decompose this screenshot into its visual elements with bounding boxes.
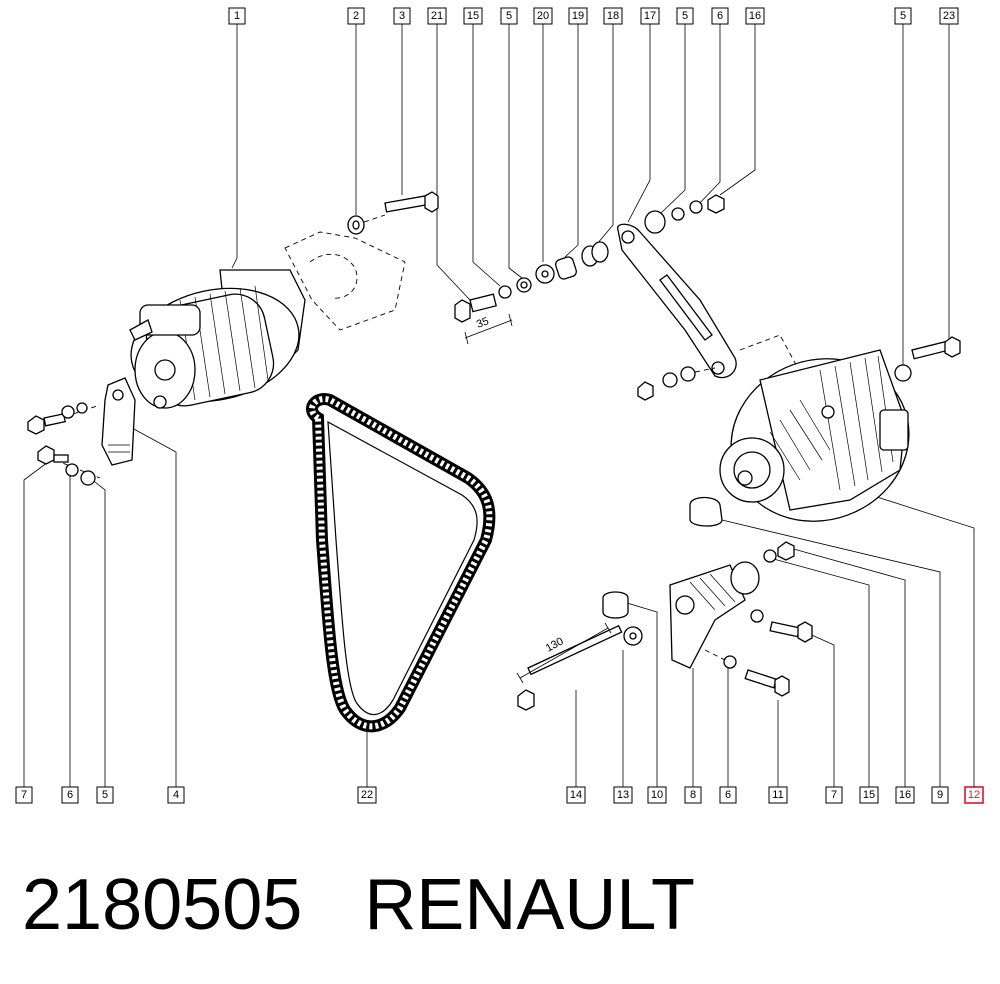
callout-top-5a[interactable]: 5 [500, 7, 518, 25]
callout-bottom-15-label: 15 [863, 789, 875, 801]
mounting-bracket-8 [669, 561, 760, 669]
callout-top-19[interactable]: 19 [568, 7, 588, 25]
washers-5-6-16-top [644, 194, 725, 234]
callout-bottom-14-label: 14 [570, 789, 582, 801]
callout-bottom-10[interactable]: 10 [647, 786, 667, 804]
callout-bottom-12[interactable]: 12 [964, 786, 984, 804]
callout-top-6-label: 6 [717, 10, 723, 22]
long-bolt-14 [517, 624, 623, 711]
callout-top-18[interactable]: 18 [603, 7, 623, 25]
callout-bottom-6b[interactable]: 6 [719, 786, 737, 804]
alternator [689, 349, 910, 527]
drive-belt-22 [306, 393, 496, 733]
leader-lines-bottom [23, 427, 975, 787]
tensioner-fastener-stack [454, 241, 609, 323]
dimension-35-label: 35 [475, 315, 491, 330]
bushing-10-washer-13 [602, 591, 643, 646]
fasteners-left [27, 402, 101, 486]
callout-top-1[interactable]: 1 [228, 7, 246, 25]
callout-top-16[interactable]: 16 [745, 7, 765, 25]
footer-title: 2180505 RENAULT [22, 860, 982, 950]
callout-top-21-label: 21 [431, 10, 443, 22]
dimension-35: 35 [464, 313, 513, 345]
callout-bottom-6a[interactable]: 6 [61, 786, 79, 804]
part-number: 2180505 [22, 865, 303, 945]
callout-bottom-12-label: 12 [968, 789, 980, 801]
callout-top-18-label: 18 [607, 10, 619, 22]
callout-top-1-label: 1 [234, 10, 240, 22]
callout-top-16-label: 16 [749, 10, 761, 22]
washer-2-bolt-3 [347, 191, 439, 235]
callout-top-19-label: 19 [572, 10, 584, 22]
callout-bottom-9[interactable]: 9 [931, 786, 949, 804]
callout-top-5b-label: 5 [682, 10, 688, 22]
callout-top-5b[interactable]: 5 [676, 7, 694, 25]
callout-top-17[interactable]: 17 [640, 7, 660, 25]
callout-bottom-22-label: 22 [361, 789, 373, 801]
callout-top-5a-label: 5 [506, 10, 512, 22]
callout-bottom-15[interactable]: 15 [859, 786, 879, 804]
callout-bottom-11[interactable]: 11 [768, 786, 788, 804]
bracket-4 [101, 377, 136, 466]
callout-bottom-9-label: 9 [937, 789, 943, 801]
callout-top-15-label: 15 [467, 10, 479, 22]
callout-bottom-22[interactable]: 22 [357, 786, 377, 804]
callout-top-5c-label: 5 [900, 10, 906, 22]
callout-top-21[interactable]: 21 [427, 7, 447, 25]
callout-bottom-6a-label: 6 [67, 789, 73, 801]
callout-bottom-4-label: 4 [173, 789, 179, 801]
starter-motor [129, 269, 306, 409]
fasteners-lower-right [704, 541, 813, 697]
callout-top-20-label: 20 [537, 10, 549, 22]
callout-bottom-5-label: 5 [102, 789, 108, 801]
callout-bottom-7a[interactable]: 7 [15, 786, 33, 804]
callout-top-20[interactable]: 20 [533, 7, 553, 25]
callout-bottom-14[interactable]: 14 [566, 786, 586, 804]
callout-bottom-7a-label: 7 [21, 789, 27, 801]
callout-top-15[interactable]: 15 [463, 7, 483, 25]
callout-bottom-4[interactable]: 4 [167, 786, 185, 804]
nut-washers-link-bottom [637, 366, 716, 401]
callout-bottom-7b-label: 7 [831, 789, 837, 801]
callout-top-2-label: 2 [353, 10, 359, 22]
callout-bottom-11-label: 11 [772, 789, 783, 801]
callout-bottom-8[interactable]: 8 [684, 786, 702, 804]
bolt-23-washer-5 [894, 336, 961, 382]
callout-bottom-5[interactable]: 5 [96, 786, 114, 804]
callout-top-23-label: 23 [943, 10, 955, 22]
callout-top-3[interactable]: 3 [393, 7, 411, 25]
callout-top-23[interactable]: 23 [939, 7, 959, 25]
callout-bottom-16-label: 16 [899, 789, 911, 801]
callout-top-3-label: 3 [399, 10, 405, 22]
callout-bottom-13[interactable]: 13 [613, 786, 633, 804]
callout-bottom-13-label: 13 [617, 789, 629, 801]
callout-top-6[interactable]: 6 [711, 7, 729, 25]
engine-block-outline [284, 231, 406, 331]
callout-top-5c[interactable]: 5 [894, 7, 912, 25]
brand-name: RENAULT [364, 865, 696, 945]
callout-bottom-10-label: 10 [651, 789, 663, 801]
callout-top-2[interactable]: 2 [347, 7, 365, 25]
exploded-parts-diagram: 1 2 3 21 15 5 20 19 18 17 5 6 16 5 23 7 … [15, 7, 984, 804]
callout-bottom-6b-label: 6 [725, 789, 731, 801]
callout-bottom-16[interactable]: 16 [895, 786, 915, 804]
callout-top-17-label: 17 [644, 10, 656, 22]
callout-bottom-8-label: 8 [690, 789, 696, 801]
callout-bottom-7b[interactable]: 7 [825, 786, 843, 804]
leader-lines-top [231, 24, 950, 365]
adjusting-link-17 [617, 223, 816, 401]
